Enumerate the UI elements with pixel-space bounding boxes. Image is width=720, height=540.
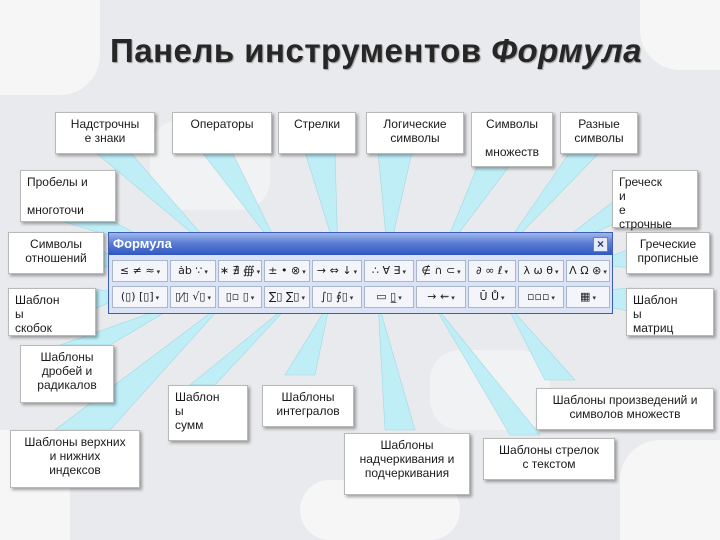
- label-integrals: Шаблоны интегралов: [262, 385, 354, 427]
- misc-button[interactable]: ∂ ∞ ℓ▾: [468, 260, 516, 282]
- label-greek-lower: Греческ и е строчные: [612, 170, 698, 231]
- puzzle-piece: [0, 0, 100, 95]
- greek-upper-button[interactable]: Λ Ω ⊛▾: [566, 260, 610, 282]
- relations-button[interactable]: ≤ ≠ ≈▾: [112, 260, 168, 282]
- underover-button[interactable]: ▭ ▯̲▾: [364, 286, 414, 308]
- operators-button[interactable]: ± • ⊗▾: [264, 260, 310, 282]
- brackets-button[interactable]: (▯) [▯]▾: [112, 286, 168, 308]
- arrows-button[interactable]: → ⇔ ↓▾: [312, 260, 362, 282]
- integrals-button[interactable]: ∫▯ ∮▯▾: [312, 286, 362, 308]
- pointer-integrals: [284, 301, 331, 376]
- label-logical: Логические символы: [366, 112, 464, 154]
- label-arrows: Стрелки: [278, 112, 356, 154]
- pointer-underover: [377, 301, 416, 431]
- sums-button[interactable]: ∑▯ ∑▯▾: [264, 286, 310, 308]
- label-arrows-text: Шаблоны стрелок с текстом: [483, 438, 615, 480]
- pointer-sums: [189, 301, 293, 386]
- matrices-button[interactable]: ▦▾: [566, 286, 610, 308]
- label-spaces: Пробелы и многоточи: [20, 170, 116, 222]
- superscript-button[interactable]: ∗ ∄ ∰▾: [218, 260, 262, 282]
- label-operators: Операторы: [172, 112, 272, 154]
- products-button[interactable]: Ū Ů▾: [468, 286, 516, 308]
- matrices-small-button[interactable]: ▫▫▫▾: [518, 286, 564, 308]
- pointer-products: [504, 301, 576, 381]
- close-icon[interactable]: ×: [593, 237, 608, 252]
- window-titlebar[interactable]: Формула ×: [109, 233, 612, 255]
- label-superscript: Надстрочны е знаки: [55, 112, 155, 154]
- label-products: Шаблоны произведений и символов множеств: [536, 388, 714, 430]
- logical-button[interactable]: ∴ ∀ ∃▾: [364, 260, 414, 282]
- title-accent: Формула: [491, 32, 642, 69]
- pointer-arrows-text: [431, 301, 541, 436]
- label-relations: Символы отношений: [8, 232, 104, 274]
- label-brackets: Шаблон ы скобок: [8, 288, 96, 336]
- label-underover: Шаблоны надчеркивания и подчеркивания: [344, 433, 470, 495]
- sets-button[interactable]: ∉ ∩ ⊂▾: [416, 260, 466, 282]
- formula-toolbar-window: Формула × ≤ ≠ ≈▾ ȧb ∵▾ ∗ ∄ ∰▾ ± • ⊗▾ → ⇔…: [108, 232, 613, 314]
- subsup-button[interactable]: ▯▫ ▯▾: [218, 286, 262, 308]
- label-greek-upper: Греческие прописные: [626, 232, 710, 274]
- fractions-button[interactable]: ▯⁄▯ √▯▾: [170, 286, 216, 308]
- page-title: Панель инструментов Формула: [110, 32, 642, 70]
- puzzle-piece: [640, 0, 720, 70]
- label-sets: Символы множеств: [471, 112, 553, 167]
- label-fractions: Шаблоны дробей и радикалов: [20, 345, 114, 403]
- label-subsup: Шаблоны верхних и нижних индексов: [10, 430, 140, 488]
- greek-lower-button[interactable]: λ ω θ▾: [518, 260, 564, 282]
- arrows-text-button[interactable]: → ⇜▾: [416, 286, 466, 308]
- label-sums: Шаблон ы сумм: [168, 385, 248, 441]
- window-title: Формула: [113, 236, 172, 251]
- label-misc: Разные символы: [560, 112, 638, 154]
- puzzle-piece: [620, 440, 720, 540]
- label-matrices: Шаблон ы матриц: [626, 288, 714, 336]
- title-main: Панель инструментов: [110, 32, 482, 69]
- spaces-button[interactable]: ȧb ∵▾: [170, 260, 216, 282]
